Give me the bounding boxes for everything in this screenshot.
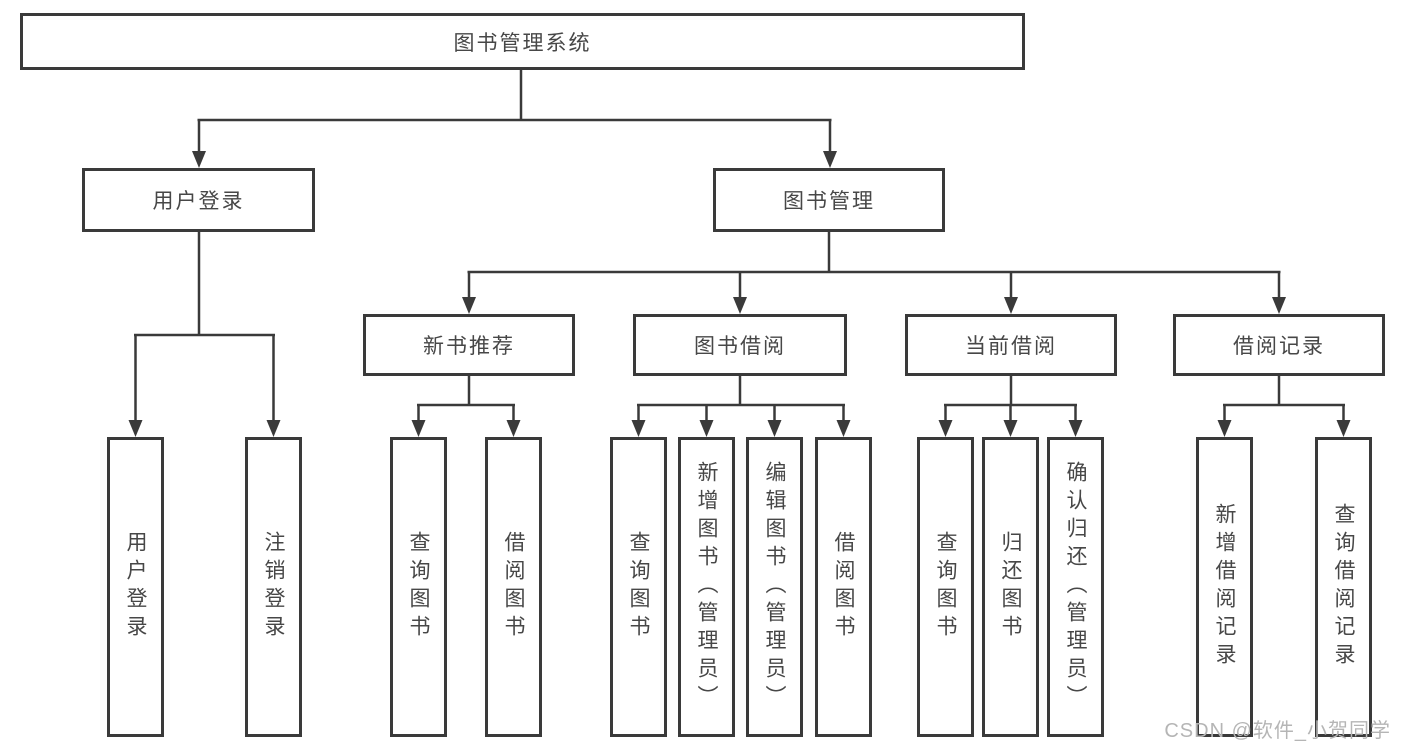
leaf-add-borrow-record: 新增借阅记录 (1196, 437, 1253, 737)
connector-book-borrow-to-children (631, 376, 851, 437)
connector-book-management-to-level3 (462, 232, 1286, 314)
connector-new-book-to-children (411, 376, 521, 437)
node-borrowing-records: 借阅记录 (1173, 314, 1385, 376)
leaf-query-books-borrow: 查询图书 (610, 437, 667, 737)
connector-borrow-record-to-children (1217, 376, 1351, 437)
node-book-borrowing: 图书借阅 (633, 314, 847, 376)
leaf-add-books-admin: 新增图书（管理员） (678, 437, 735, 737)
leaf-query-books-current: 查询图书 (917, 437, 974, 737)
leaf-confirm-return-admin: 确认归还（管理员） (1047, 437, 1104, 737)
csdn-watermark: CSDN @软件_小贺同学 (1164, 720, 1391, 742)
leaf-user-login: 用户登录 (107, 437, 164, 737)
node-user-login: 用户登录 (82, 168, 315, 232)
leaf-edit-books-admin: 编辑图书（管理员） (746, 437, 803, 737)
connector-root-to-level2 (192, 70, 837, 168)
connector-user-login-to-children (128, 232, 281, 437)
leaf-logout: 注销登录 (245, 437, 302, 737)
node-current-borrowing: 当前借阅 (905, 314, 1117, 376)
node-library-management-system: 图书管理系统 (20, 13, 1025, 70)
leaf-borrow-books: 借阅图书 (815, 437, 872, 737)
leaf-query-books-recommend: 查询图书 (390, 437, 447, 737)
leaf-borrow-books-recommend: 借阅图书 (485, 437, 542, 737)
node-new-book-recommendation: 新书推荐 (363, 314, 575, 376)
leaf-return-books: 归还图书 (982, 437, 1039, 737)
connector-current-borrow-to-children (938, 376, 1083, 437)
leaf-query-borrow-record: 查询借阅记录 (1315, 437, 1372, 737)
node-book-management: 图书管理 (713, 168, 945, 232)
